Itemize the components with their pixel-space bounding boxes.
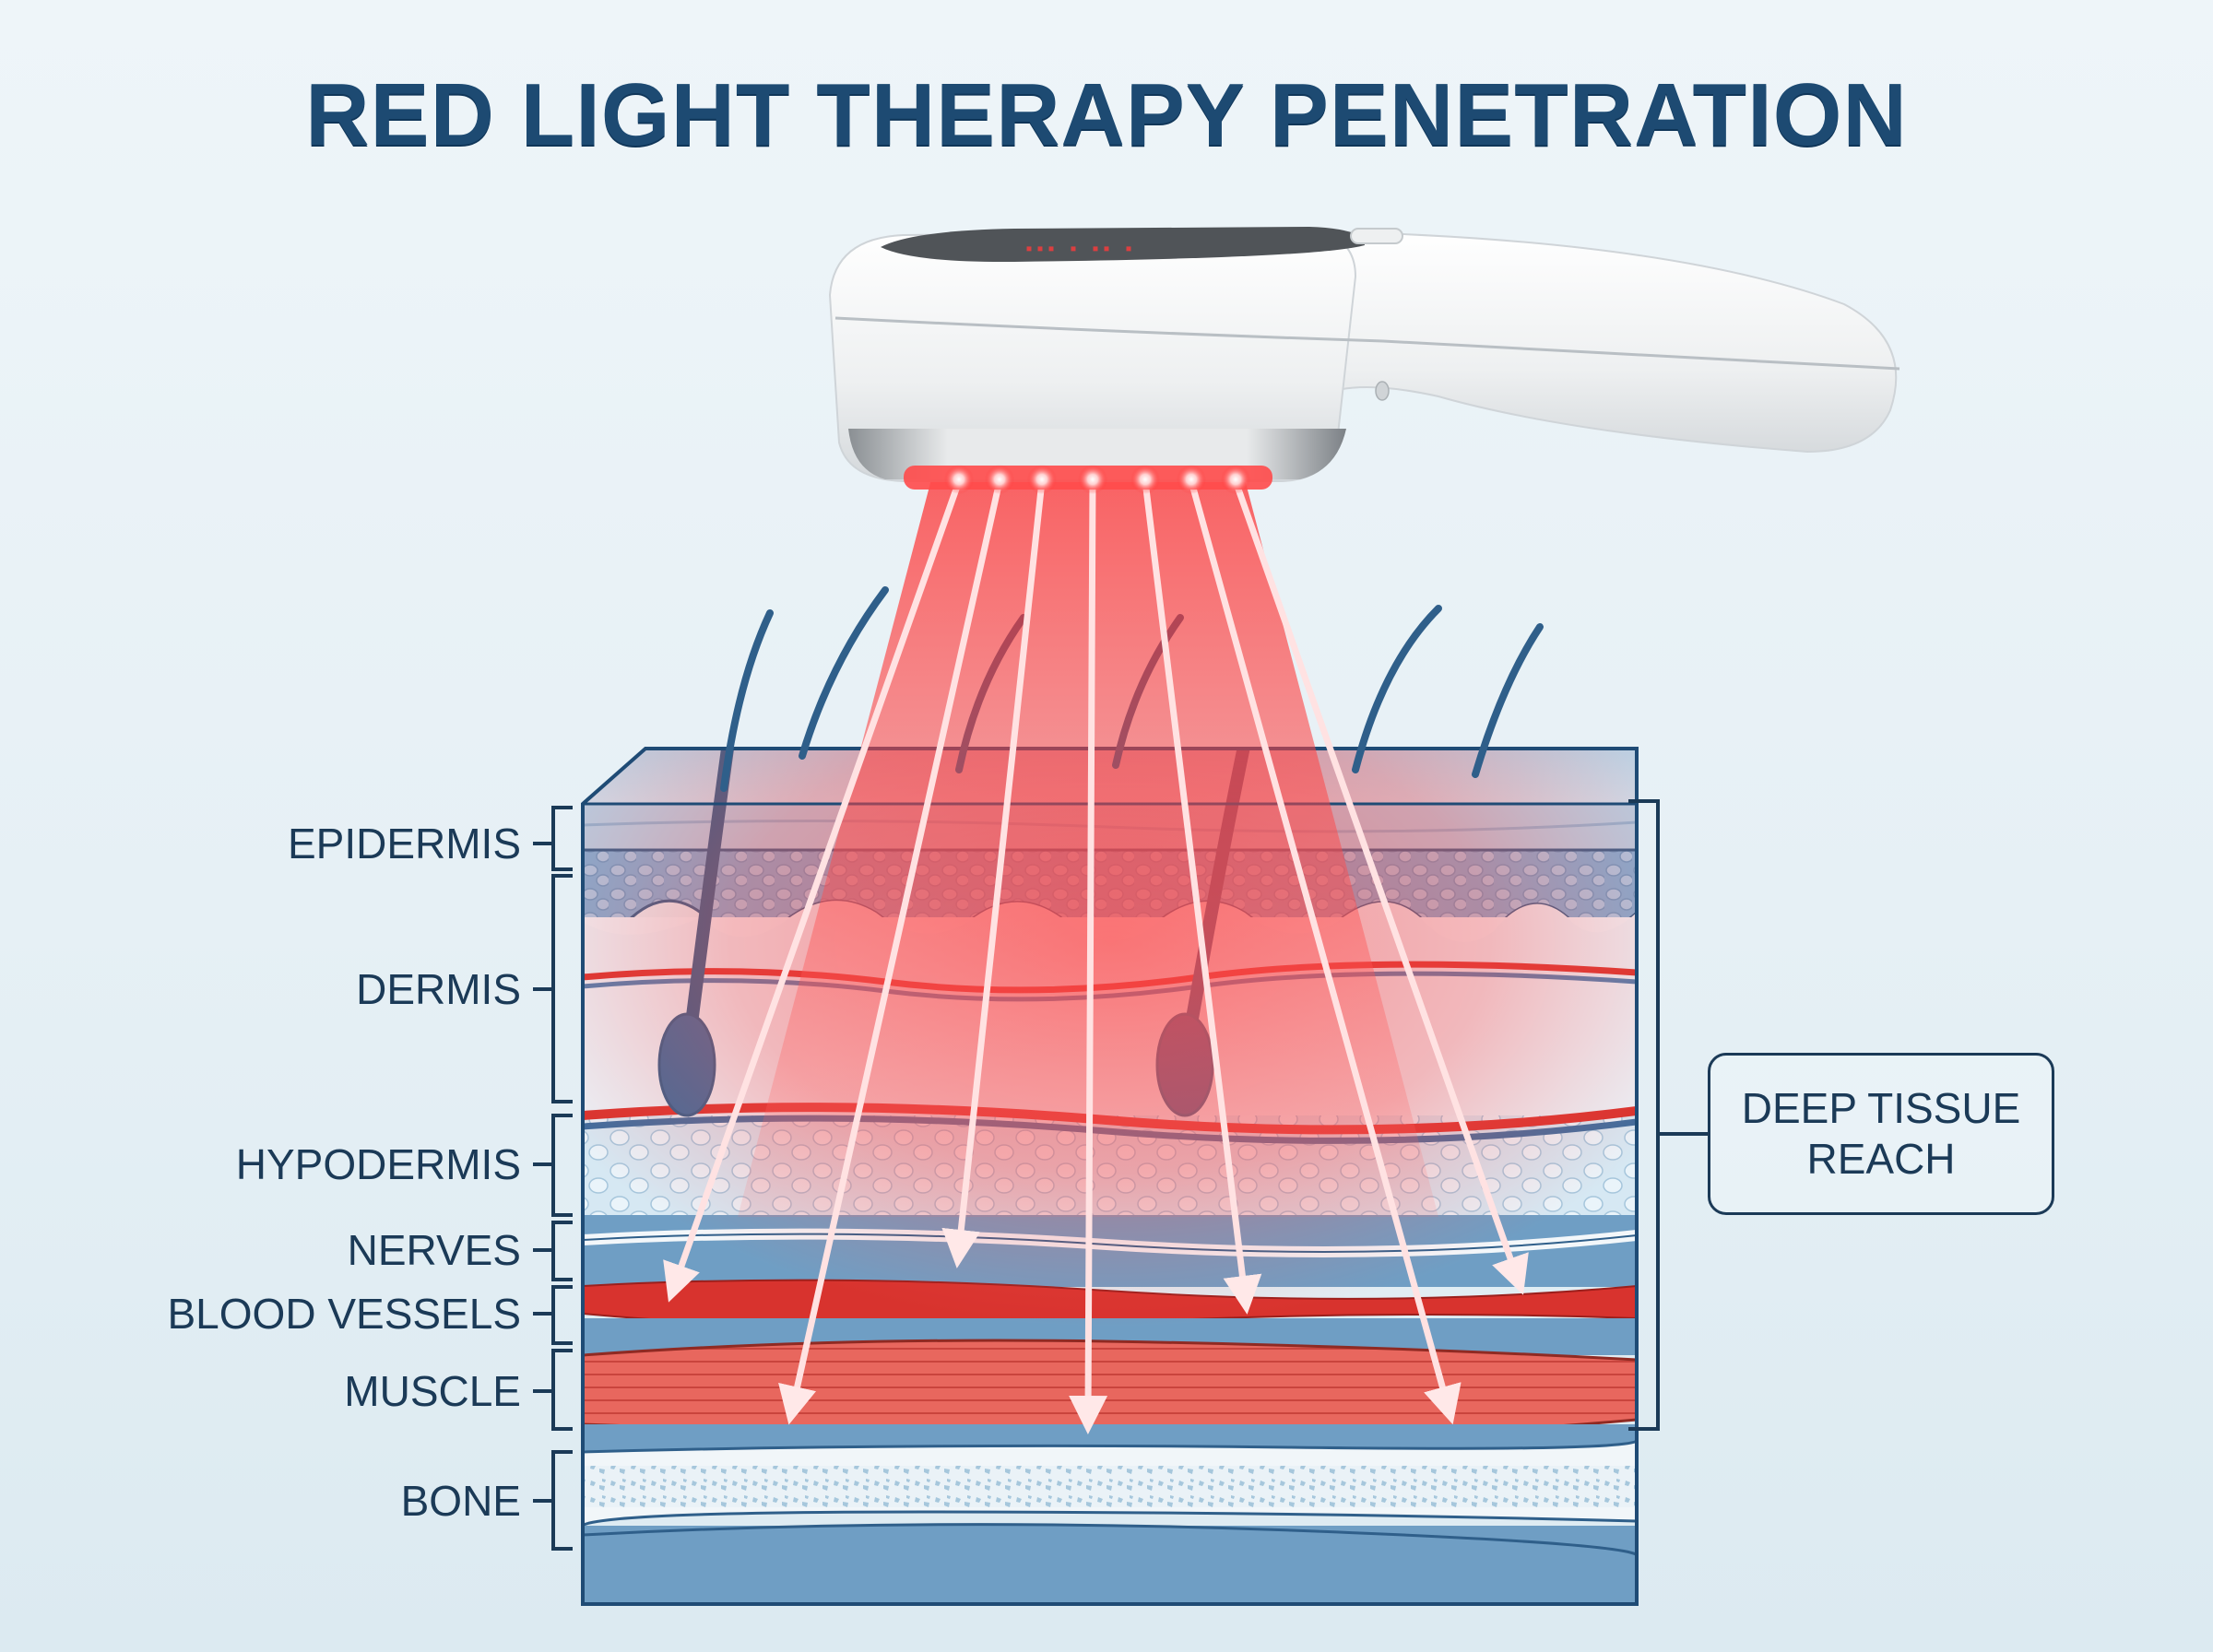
led-4 [1078, 465, 1107, 494]
layer-brackets [533, 806, 573, 1551]
deep-tissue-reach-callout: DEEP TISSUE REACH [1708, 1053, 2054, 1215]
therapy-device: ▪▪▪ ▪ ▪▪ ▪ [828, 227, 1900, 494]
deep-tissue-bracket [1628, 799, 1708, 1431]
led-5 [1130, 465, 1160, 494]
callout-line-2: REACH [1806, 1135, 1956, 1183]
device-display [881, 227, 1365, 263]
led-array [944, 465, 1250, 494]
label-muscle: MUSCLE [344, 1367, 521, 1415]
label-bone: BONE [400, 1477, 521, 1525]
power-button [1350, 228, 1403, 244]
label-nerves: NERVES [347, 1226, 521, 1274]
led-2 [985, 465, 1014, 494]
label-blood-vessels: BLOOD VESSELS [167, 1290, 522, 1338]
page-title: RED LIGHT THERAPY PENETRATION [305, 65, 1908, 164]
label-dermis: DERMIS [356, 965, 521, 1013]
label-hypodermis: HYPODERMIS [235, 1140, 521, 1188]
skin-block-outline [581, 747, 1639, 1606]
led-3 [1027, 465, 1057, 494]
callout-line-1: DEEP TISSUE [1741, 1083, 2021, 1132]
side-port [1375, 381, 1390, 401]
light-rays [663, 478, 1529, 1434]
led-6 [1177, 465, 1206, 494]
label-epidermis: EPIDERMIS [287, 820, 521, 867]
led-7 [1221, 465, 1250, 494]
display-readout: ▪▪▪ ▪ ▪▪ ▪ [1024, 240, 1134, 261]
led-1 [944, 465, 974, 494]
